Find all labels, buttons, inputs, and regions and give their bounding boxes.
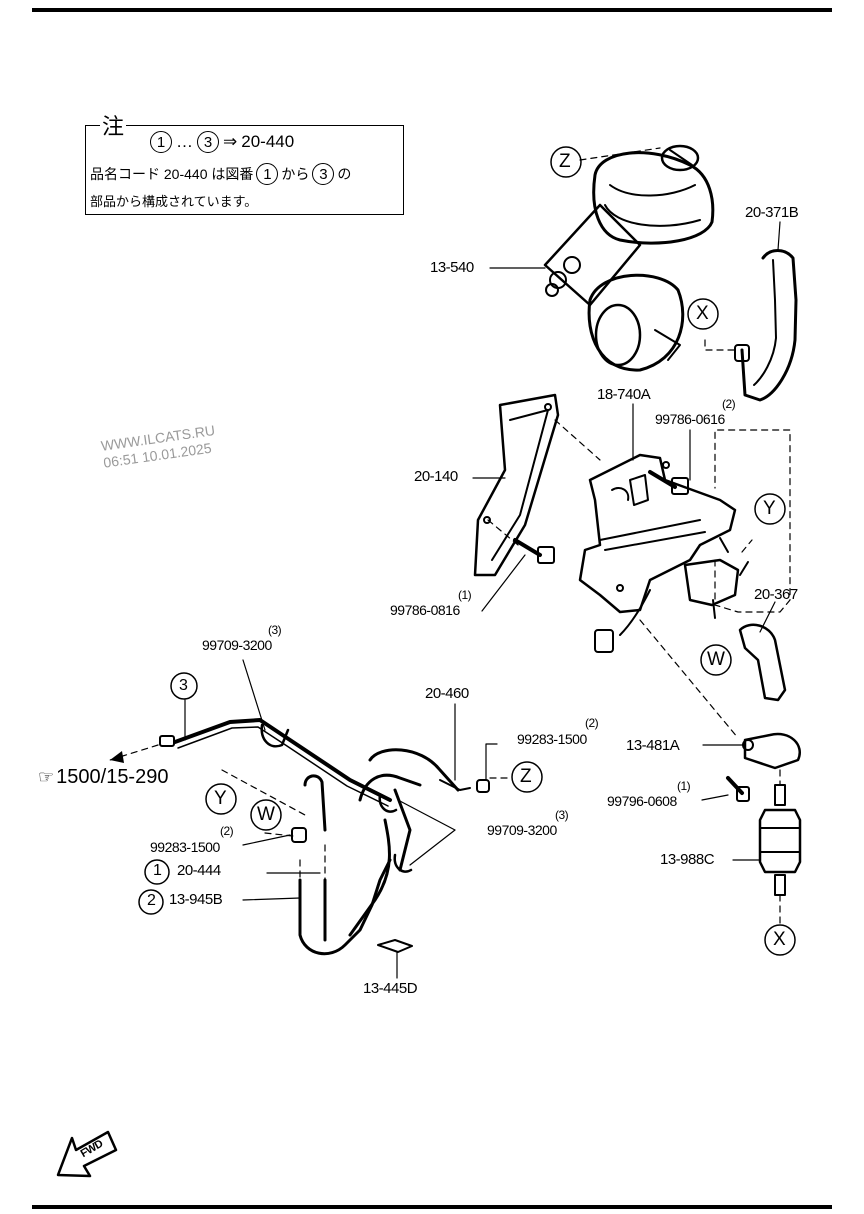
marker-y: Y [763, 498, 776, 519]
ellipsis: … [176, 132, 193, 151]
hose-20-367 [738, 623, 787, 702]
marker-x: X [773, 929, 786, 950]
arrowhead-icon [110, 751, 124, 763]
marker-w: W [707, 649, 725, 670]
fuel-pipe-assembly [159, 718, 471, 956]
marker-w: W [257, 804, 275, 825]
hose-20-371b [734, 249, 798, 402]
label-99709-3200-top: 99709-3200 [202, 637, 272, 653]
note-code: 20-440 [241, 132, 295, 151]
qty-99709-3200-mid: (3) [555, 808, 569, 822]
bracket-20-140 [473, 393, 560, 577]
qty-99796-0608: (1) [677, 779, 691, 793]
qty-99786-0816: (1) [458, 588, 472, 602]
qty-99709-3200-top: (3) [268, 623, 282, 637]
note-line-range: 1 … 3 ⇒ 20-440 [150, 131, 294, 153]
note-text: から [281, 166, 310, 182]
reference-text: 1500/15-290 [56, 766, 169, 788]
label-20-444: 20-444 [177, 862, 221, 879]
label-13-481a: 13-481A [626, 737, 680, 754]
label-99786-0816: 99786-0816 [390, 602, 460, 618]
note-box [85, 125, 404, 215]
marker-1: 1 [153, 862, 162, 879]
reference-pointer: ☞ 1500/15-290 [38, 766, 168, 789]
dashed-lines [109, 147, 791, 926]
marker-3: 3 [179, 677, 188, 694]
note-line-consists: 部品から構成されています。 [90, 194, 258, 209]
label-99283-1500-top: 99283-1500 [517, 731, 587, 747]
note-line-desc: 品名コード 20-440 は図番 1 から 3 の [90, 163, 351, 185]
label-99796-0608: 99796-0608 [607, 793, 677, 809]
label-20-367: 20-367 [754, 586, 798, 603]
circled-number: 1 [256, 163, 279, 185]
note-text: 品名コード 20-440 は図番 [90, 166, 254, 182]
label-99709-3200-mid: 99709-3200 [487, 822, 557, 838]
circled-number: 1 [150, 131, 172, 153]
fuel-filter-13-988c [758, 784, 802, 896]
clip-13-481a [742, 732, 801, 770]
marker-x: X [696, 303, 709, 324]
label-13-988c: 13-988C [660, 851, 715, 868]
fuel-pump-13-540 [543, 144, 715, 372]
circled-number: 3 [312, 163, 335, 185]
top-border [32, 8, 832, 12]
qty-99786-0616: (2) [722, 397, 736, 411]
label-13-945b: 13-945B [169, 891, 223, 908]
leader-lines [184, 221, 781, 979]
label-13-540: 13-540 [430, 259, 474, 276]
clamp-99709-3200 [260, 723, 413, 873]
label-20-460: 20-460 [425, 685, 469, 702]
qty-99283-1500-left: (2) [220, 824, 234, 838]
label-13-445d: 13-445D [363, 980, 418, 997]
note-title: 注 [100, 109, 127, 141]
marker-z: Z [559, 151, 571, 172]
note-text: の [337, 166, 352, 182]
bolt-99786-0816 [513, 538, 555, 564]
pointing-hand-icon: ☞ [38, 767, 55, 787]
label-18-740a: 18-740A [597, 386, 651, 403]
bolt-99796-0608 [726, 776, 750, 802]
label-99283-1500-left: 99283-1500 [150, 839, 220, 855]
clip-99283-1500 [291, 779, 490, 843]
marker-2: 2 [147, 892, 156, 909]
arrow-icon: ⇒ [223, 132, 238, 151]
marker-z: Z [520, 766, 532, 787]
circled-number: 3 [197, 131, 219, 153]
label-20-371b: 20-371B [745, 204, 799, 221]
fwd-arrow-icon [56, 1130, 118, 1178]
marker-circles [138, 146, 796, 956]
label-20-140: 20-140 [414, 468, 458, 485]
bottom-border [32, 1205, 832, 1209]
label-99786-0616: 99786-0616 [655, 411, 725, 427]
marker-y: Y [214, 788, 227, 809]
qty-99283-1500-top: (2) [585, 716, 599, 730]
clip-13-445d [377, 939, 413, 953]
bracket-18-740a [578, 453, 749, 653]
bolt-99786-0616 [648, 470, 689, 495]
